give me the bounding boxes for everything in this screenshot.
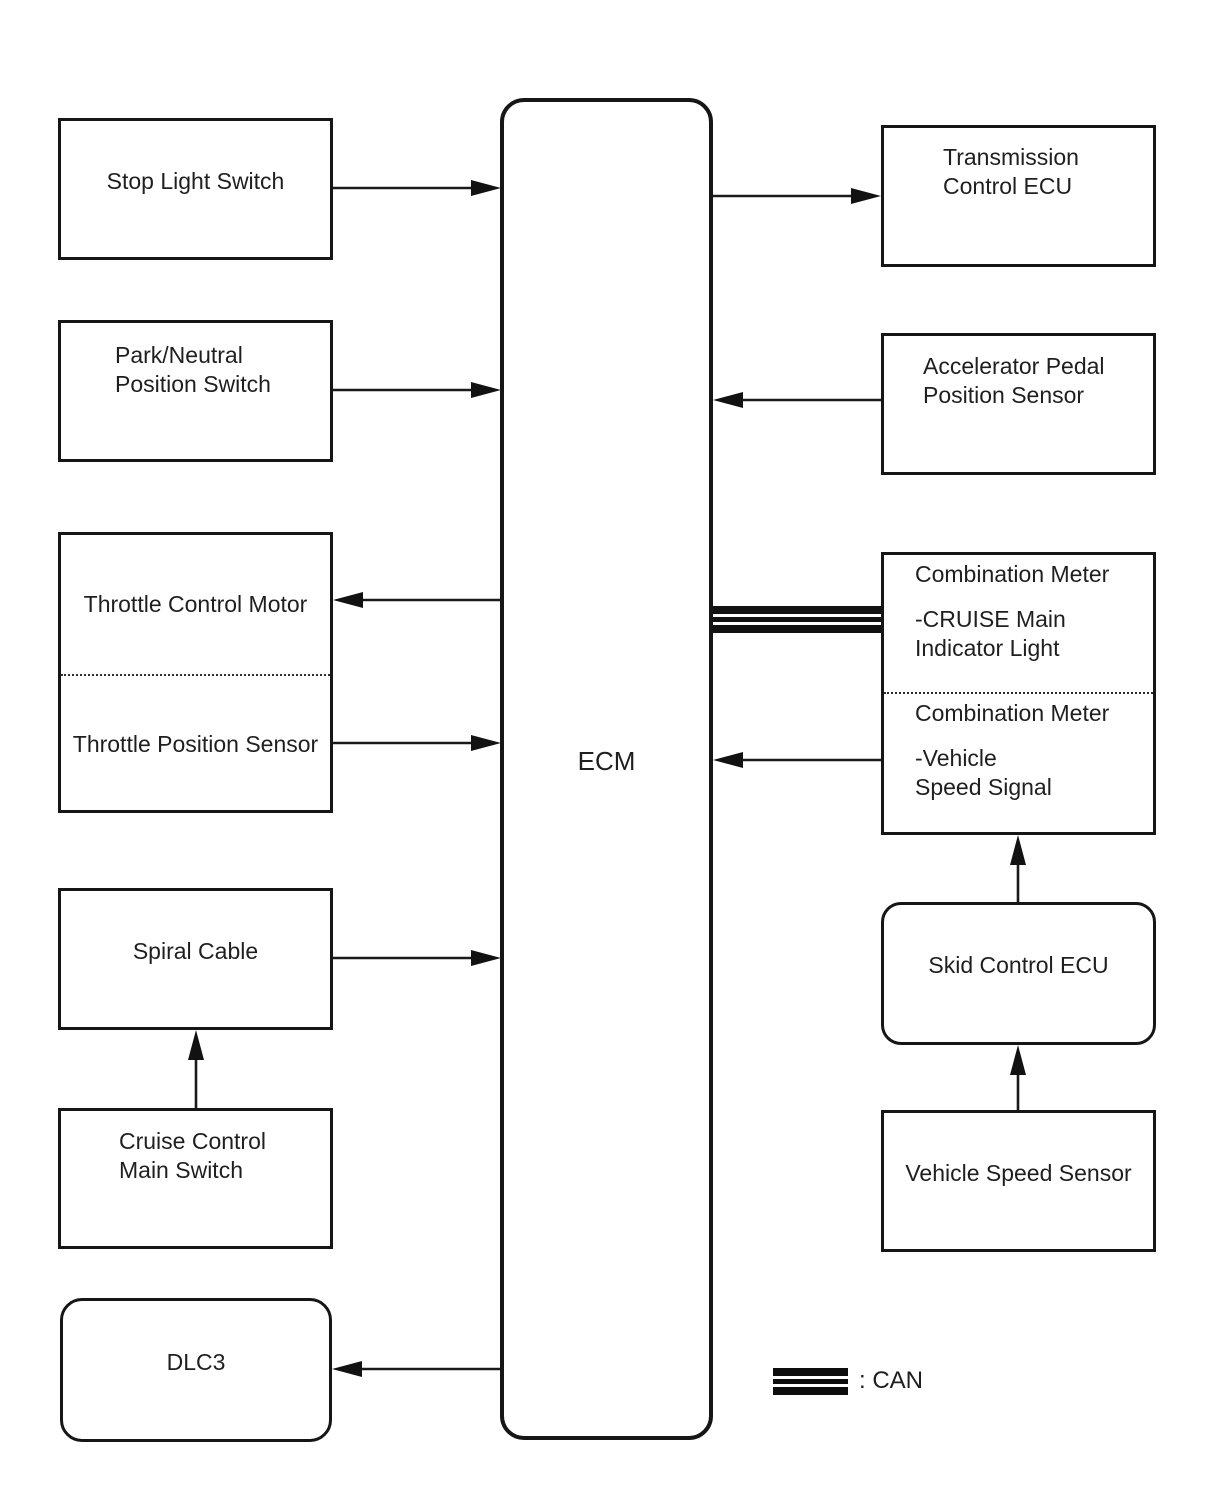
node-label: ECM <box>577 745 636 776</box>
node-label: Transmission Control ECU <box>943 144 1079 199</box>
node-stop-light-switch: Stop Light Switch <box>58 118 333 260</box>
node-label: Throttle Position Sensor <box>72 730 319 757</box>
arrow-combination-meter-to-ecm <box>713 752 881 768</box>
arrow-accelerator-pedal-position-sensor-to-ecm <box>713 392 881 408</box>
arrow-throttle-position-sensor-to-ecm <box>333 735 501 751</box>
node-throttle-assembly: Throttle Control Motor Throttle Position… <box>58 532 333 813</box>
throttle-position-sensor-section: Throttle Position Sensor <box>61 676 330 812</box>
node-vehicle-speed-sensor: Vehicle Speed Sensor <box>881 1110 1156 1252</box>
node-combination-meter: Combination Meter -CRUISE Main Indicator… <box>881 552 1156 835</box>
node-label: Spiral Cable <box>132 937 259 964</box>
node-park-neutral-position-switch: Park/Neutral Position Switch <box>58 320 333 462</box>
arrow-cruise-control-main-switch-to-spiral-cable <box>188 1030 204 1108</box>
section-detail: -CRUISE Main Indicator Light <box>915 606 1066 661</box>
arrow-ecm-to-transmission-control-ecu <box>713 188 881 204</box>
section-detail: -Vehicle Speed Signal <box>915 745 1052 800</box>
node-label: Cruise Control Main Switch <box>119 1128 266 1183</box>
node-label: DLC3 <box>166 1348 226 1375</box>
node-skid-control-ecu: Skid Control ECU <box>881 902 1156 1045</box>
node-label: Park/Neutral Position Switch <box>115 342 271 397</box>
node-spiral-cable: Spiral Cable <box>58 888 333 1030</box>
can-legend: : CAN <box>773 1367 923 1395</box>
can-legend-label: : CAN <box>859 1367 924 1394</box>
can-bus-icon <box>773 1367 848 1395</box>
arrow-spiral-cable-to-ecm <box>333 950 501 966</box>
node-transmission-control-ecu: Transmission Control ECU <box>881 125 1156 267</box>
arrow-vehicle-speed-sensor-to-skid-control-ecu <box>1010 1045 1026 1110</box>
arrow-skid-control-ecu-to-combination-meter <box>1010 835 1026 902</box>
node-label: Accelerator Pedal Position Sensor <box>923 353 1105 408</box>
node-label: Stop Light Switch <box>106 167 285 194</box>
combination-meter-cruise-section: Combination Meter -CRUISE Main Indicator… <box>884 555 1153 694</box>
node-label: Skid Control ECU <box>928 952 1109 978</box>
arrow-park-neutral-position-switch-to-ecm <box>333 382 501 398</box>
node-cruise-control-main-switch: Cruise Control Main Switch <box>58 1108 333 1249</box>
arrow-ecm-to-throttle-control-motor <box>333 592 500 608</box>
section-title: Combination Meter <box>915 561 1110 587</box>
combination-meter-speed-section: Combination Meter -Vehicle Speed Signal <box>884 694 1153 832</box>
node-accelerator-pedal-position-sensor: Accelerator Pedal Position Sensor <box>881 333 1156 475</box>
can-bus-ecm-to-combination-meter <box>713 606 881 633</box>
node-ecm: ECM <box>500 98 713 1440</box>
node-label: Throttle Control Motor <box>83 591 308 617</box>
section-title: Combination Meter <box>915 700 1110 726</box>
arrow-stop-light-switch-to-ecm <box>333 180 501 196</box>
throttle-control-motor-section: Throttle Control Motor <box>61 535 330 676</box>
node-label: Vehicle Speed Sensor <box>905 1159 1132 1186</box>
node-dlc3: DLC3 <box>60 1298 332 1442</box>
